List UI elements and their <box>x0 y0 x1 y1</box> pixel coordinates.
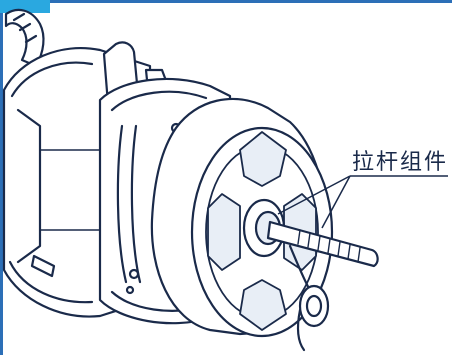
leader-lines <box>277 175 448 229</box>
cable-arm <box>4 8 45 68</box>
callout-label: 拉杆组件 <box>352 150 449 175</box>
pull-rod <box>266 220 379 268</box>
